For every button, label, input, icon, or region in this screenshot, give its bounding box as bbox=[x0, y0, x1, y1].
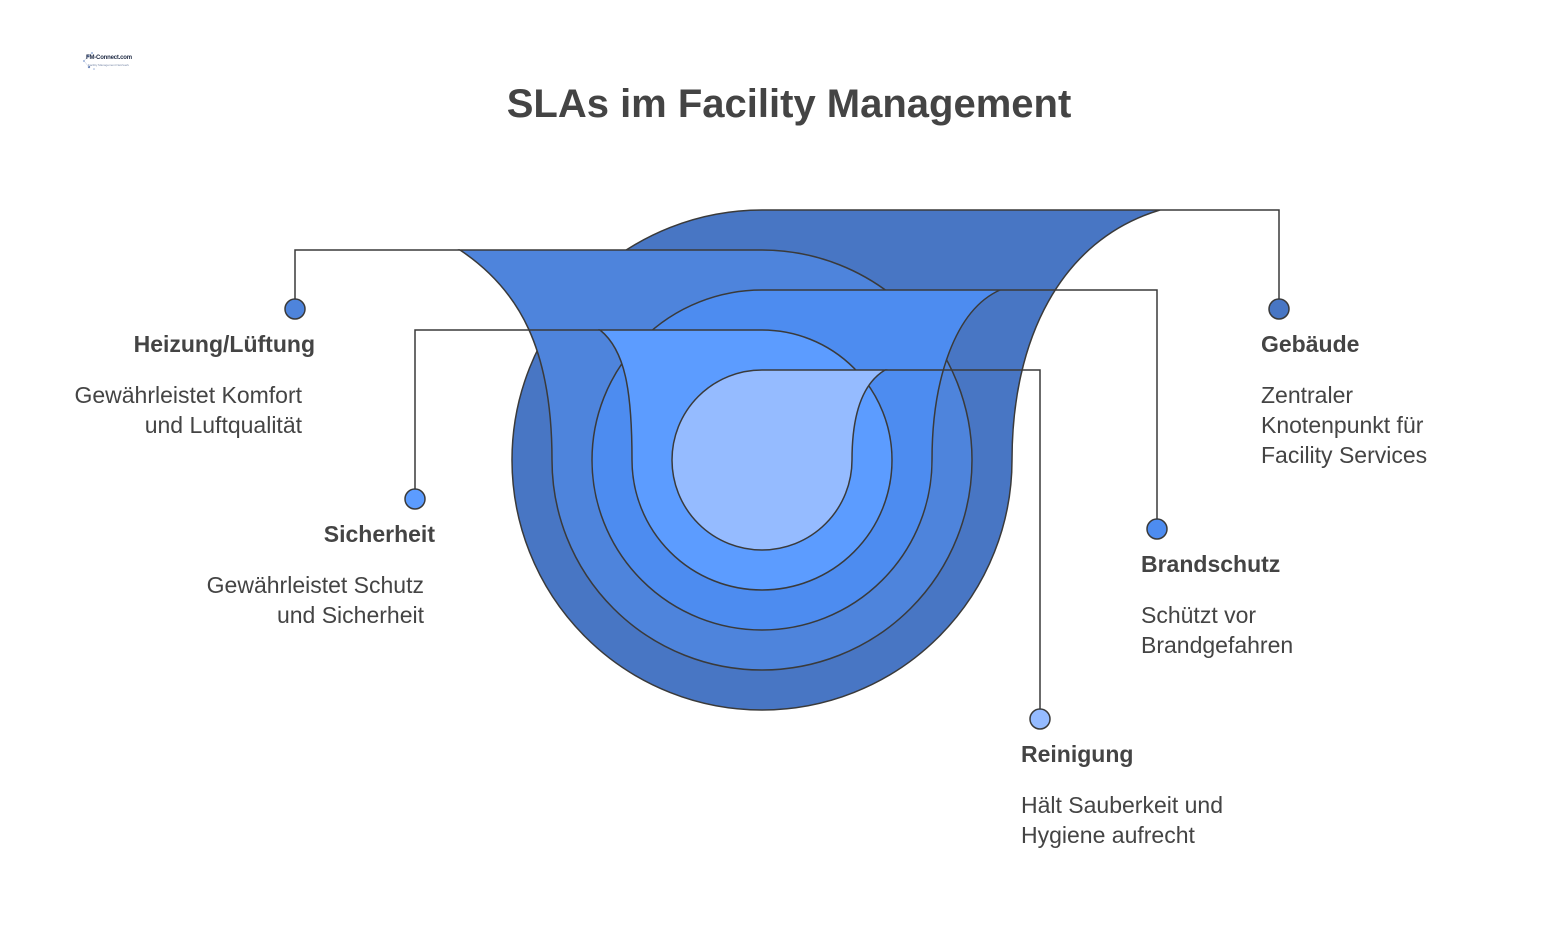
description-heizung: Gewährleistet Komfort und Luftqualität bbox=[74, 382, 302, 438]
marker-dot-gebaeude bbox=[1268, 298, 1290, 320]
label-brandschutz: Brandschutz bbox=[1141, 551, 1281, 577]
label-reinigung: Reinigung bbox=[1021, 741, 1134, 767]
label-gebaeude: Gebäude bbox=[1261, 331, 1360, 357]
label-sicherheit: Sicherheit bbox=[323, 521, 435, 547]
description-reinigung: Hält Sauberkeit und Hygiene aufrecht bbox=[1021, 792, 1224, 848]
description-gebaeude: Zentraler Knotenpunkt für Facility Servi… bbox=[1261, 382, 1428, 468]
fm-connect-logo: FM-Connect.com Facility Management Netzw… bbox=[80, 50, 132, 72]
label-heizung: Heizung/Lüftung bbox=[133, 331, 315, 357]
layer-reinigung bbox=[671, 369, 888, 551]
connector-gebaeude bbox=[1160, 209, 1280, 309]
page-title: SLAs im Facility Management bbox=[506, 82, 1072, 126]
marker-dot-brandschutz bbox=[1146, 518, 1168, 540]
logo-graphic bbox=[83, 52, 95, 70]
description-brandschutz: Schützt vor Brandgefahren bbox=[1141, 602, 1294, 658]
connector-sicherheit bbox=[414, 329, 600, 499]
logo-tagline: Facility Management Netzwerk bbox=[88, 63, 130, 67]
marker-dot-sicherheit bbox=[404, 488, 426, 510]
marker-dot-reinigung bbox=[1029, 708, 1051, 730]
description-sicherheit: Gewährleistet Schutz und Sicherheit bbox=[206, 572, 424, 628]
connector-heizung bbox=[294, 249, 460, 309]
logo-name: FM-Connect.com bbox=[86, 55, 132, 61]
connector-brandschutz bbox=[1000, 289, 1158, 529]
marker-dot-heizung bbox=[284, 298, 306, 320]
connector-reinigung bbox=[885, 369, 1041, 719]
